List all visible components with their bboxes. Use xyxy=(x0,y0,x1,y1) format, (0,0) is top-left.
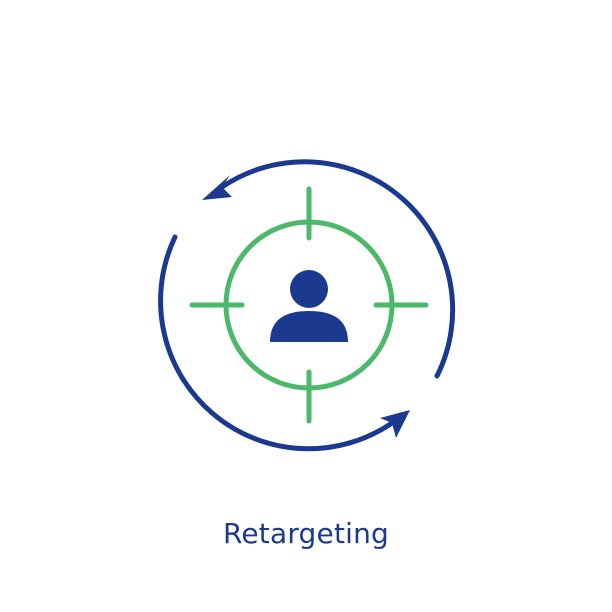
lower-arc xyxy=(158,234,395,452)
caption-title: Retargeting xyxy=(222,517,390,550)
arrow-head-bottom-right-icon xyxy=(380,410,410,438)
upper-arc xyxy=(219,159,456,379)
crosshair-target-icon xyxy=(189,186,429,424)
circular-arrows-icon xyxy=(158,159,456,452)
user-body xyxy=(270,311,348,342)
arrow-head-top-left-icon xyxy=(202,175,232,200)
user-head xyxy=(290,270,328,308)
user-icon xyxy=(270,270,348,342)
